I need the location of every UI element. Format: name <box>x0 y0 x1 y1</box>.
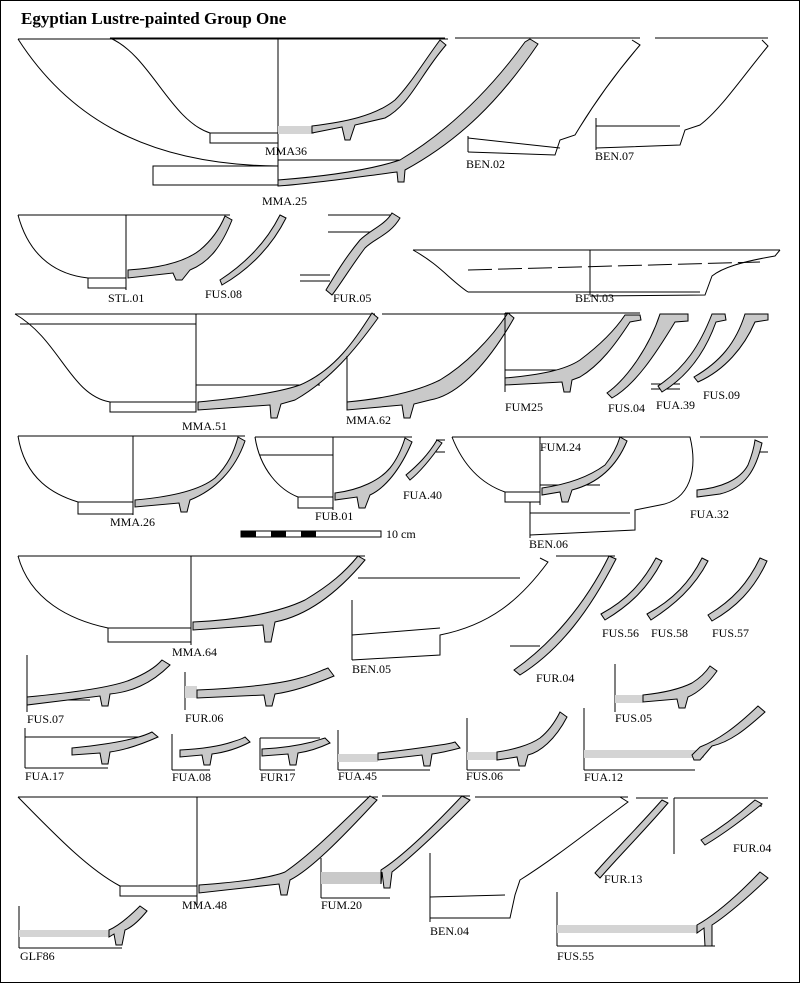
vessel-profile-fua40 <box>405 439 445 481</box>
label-fus57: FUS.57 <box>712 626 750 640</box>
label-fus55: FUS.55 <box>557 949 595 963</box>
label-fus56: FUS.56 <box>602 626 640 640</box>
vessel-profile-fus05 <box>614 664 718 712</box>
vessel-profile-glf86 <box>18 905 148 949</box>
label-mma25: MMA.25 <box>262 194 308 208</box>
vessel-profile-fus06 <box>466 711 568 771</box>
label-fus58: FUS.58 <box>651 626 689 640</box>
label-ben05: BEN.05 <box>352 662 391 676</box>
plate-title: Egyptian Lustre-painted Group One <box>21 9 287 28</box>
label-stl01: STL.01 <box>108 291 145 305</box>
vessel-profile-fum25 <box>504 312 642 393</box>
vessel-profile-fur17 <box>259 737 331 771</box>
vessel-profile-mma36 <box>109 37 447 144</box>
label-fur06: FUR.06 <box>185 711 224 725</box>
label-ben02: BEN.02 <box>466 157 505 171</box>
label-ben07: BEN.07 <box>595 149 634 163</box>
label-mma62: MMA.62 <box>346 413 392 427</box>
label-fua32: FUA.32 <box>690 507 730 521</box>
vessel-profile-fum24-ben06 <box>451 436 694 538</box>
label-mma64: MMA.64 <box>172 645 218 659</box>
label-fua39: FUA.39 <box>656 398 696 412</box>
label-fus09: FUS.09 <box>703 388 741 402</box>
vessel-profile-stl01 <box>17 214 233 290</box>
label-glf86: GLF86 <box>20 949 55 963</box>
label-fur13: FUR.13 <box>604 872 643 886</box>
vessel-profile-ben03 <box>412 249 781 297</box>
label-fub01: FUB.01 <box>315 509 354 523</box>
vessel-profile-fua12 <box>583 705 766 771</box>
label-fus05: FUS.05 <box>615 711 653 725</box>
vessel-profile-mma25 <box>17 38 539 187</box>
vessel-profile-fus09 <box>693 313 769 383</box>
label-fur04a: FUR.04 <box>536 671 575 685</box>
vessel-profile-fus08 <box>219 214 287 286</box>
label-fua17: FUA.17 <box>25 769 65 783</box>
label-fua45: FUA.45 <box>338 769 378 783</box>
label-fum20: FUM.20 <box>321 898 363 912</box>
vessel-profile-fur05 <box>300 212 401 296</box>
vessel-profile-fus07 <box>26 655 171 712</box>
label-mma36: MMA36 <box>265 144 308 158</box>
label-fua08: FUA.08 <box>172 770 212 784</box>
label-fur04b: FUR.04 <box>733 841 772 855</box>
vessel-profile-fur06 <box>184 667 335 710</box>
vessel-profile-fur13 <box>594 797 669 879</box>
label-fum24: FUM.24 <box>540 440 582 454</box>
label-fus06: FUS.06 <box>466 769 504 783</box>
vessel-profile-fua32 <box>696 436 768 498</box>
label-fus04: FUS.04 <box>608 401 646 415</box>
vessel-profile-fus58 <box>646 557 709 621</box>
vessel-profile-fua45 <box>337 730 461 771</box>
vessel-profile-ben07 <box>595 37 769 150</box>
label-fur05: FUR.05 <box>333 291 372 305</box>
label-ben03: BEN.03 <box>575 291 614 305</box>
vessel-profile-fur04a <box>510 555 617 676</box>
vessel-profile-fus04 <box>606 313 689 399</box>
label-fus07: FUS.07 <box>27 712 65 726</box>
label-mma51: MMA.51 <box>182 419 228 433</box>
vessel-profile-mma51 <box>14 312 379 419</box>
label-fum25: FUM25 <box>505 400 544 414</box>
vessel-profile-mma26 <box>17 435 246 515</box>
vessel-profile-ben05 <box>351 557 549 661</box>
vessel-profile-mma64 <box>17 555 366 645</box>
vessel-profile-fus56 <box>600 557 663 621</box>
scale-bar-label: 10 cm <box>386 527 416 541</box>
vessel-profile-fub01 <box>254 436 413 510</box>
vessel-profile-fua17 <box>24 728 159 769</box>
scale-bar <box>240 530 382 538</box>
label-fur17: FUR17 <box>260 770 296 784</box>
vessel-profile-fua39 <box>651 313 727 393</box>
label-mma48: MMA.48 <box>182 898 228 912</box>
label-fus08: FUS.08 <box>205 287 243 301</box>
vessel-profile-fua08 <box>171 734 251 771</box>
vessel-profile-fus55 <box>556 871 769 947</box>
vessel-profile-ben04 <box>429 796 629 922</box>
vessel-profile-ben02 <box>455 37 641 156</box>
vessel-profile-mma62 <box>346 312 515 419</box>
label-ben04: BEN.04 <box>430 924 469 938</box>
vessel-profile-fur04b <box>673 797 768 854</box>
label-fua12: FUA.12 <box>584 770 624 784</box>
label-fua40: FUA.40 <box>403 488 443 502</box>
vessel-profile-mma48 <box>17 795 378 905</box>
label-ben06: BEN.06 <box>529 537 568 551</box>
vessel-profile-fus57 <box>707 557 768 622</box>
vessel-profile-fum20 <box>320 795 471 899</box>
label-mma26: MMA.26 <box>110 515 156 529</box>
